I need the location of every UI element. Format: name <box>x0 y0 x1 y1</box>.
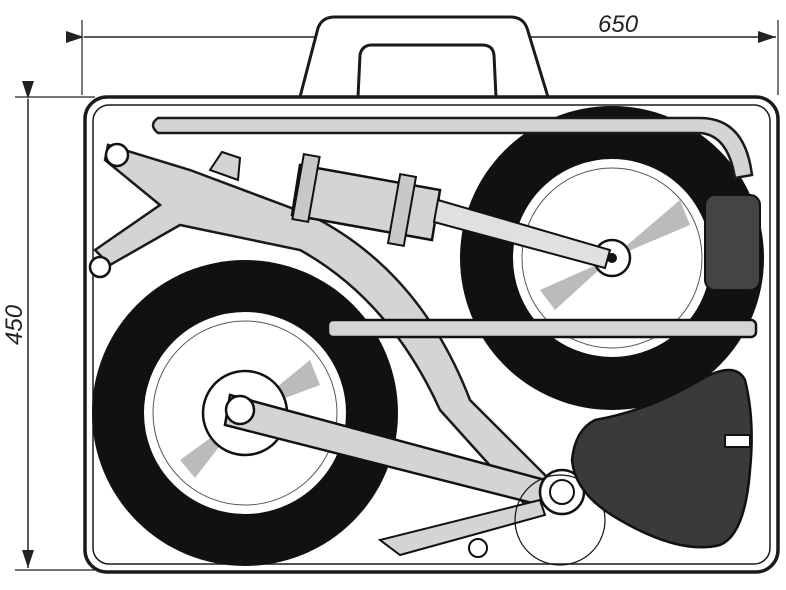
saddle <box>570 368 753 549</box>
width-label: 650 <box>598 11 639 38</box>
height-label: 450 <box>1 304 28 345</box>
handlebar-tube <box>151 116 754 180</box>
seat-post-tube <box>326 318 758 339</box>
pedal-crank <box>377 474 606 566</box>
height-dimension: 450 <box>1 81 95 571</box>
case-handle <box>298 15 550 98</box>
shock-absorber <box>290 152 612 270</box>
spring-housing <box>704 194 761 291</box>
